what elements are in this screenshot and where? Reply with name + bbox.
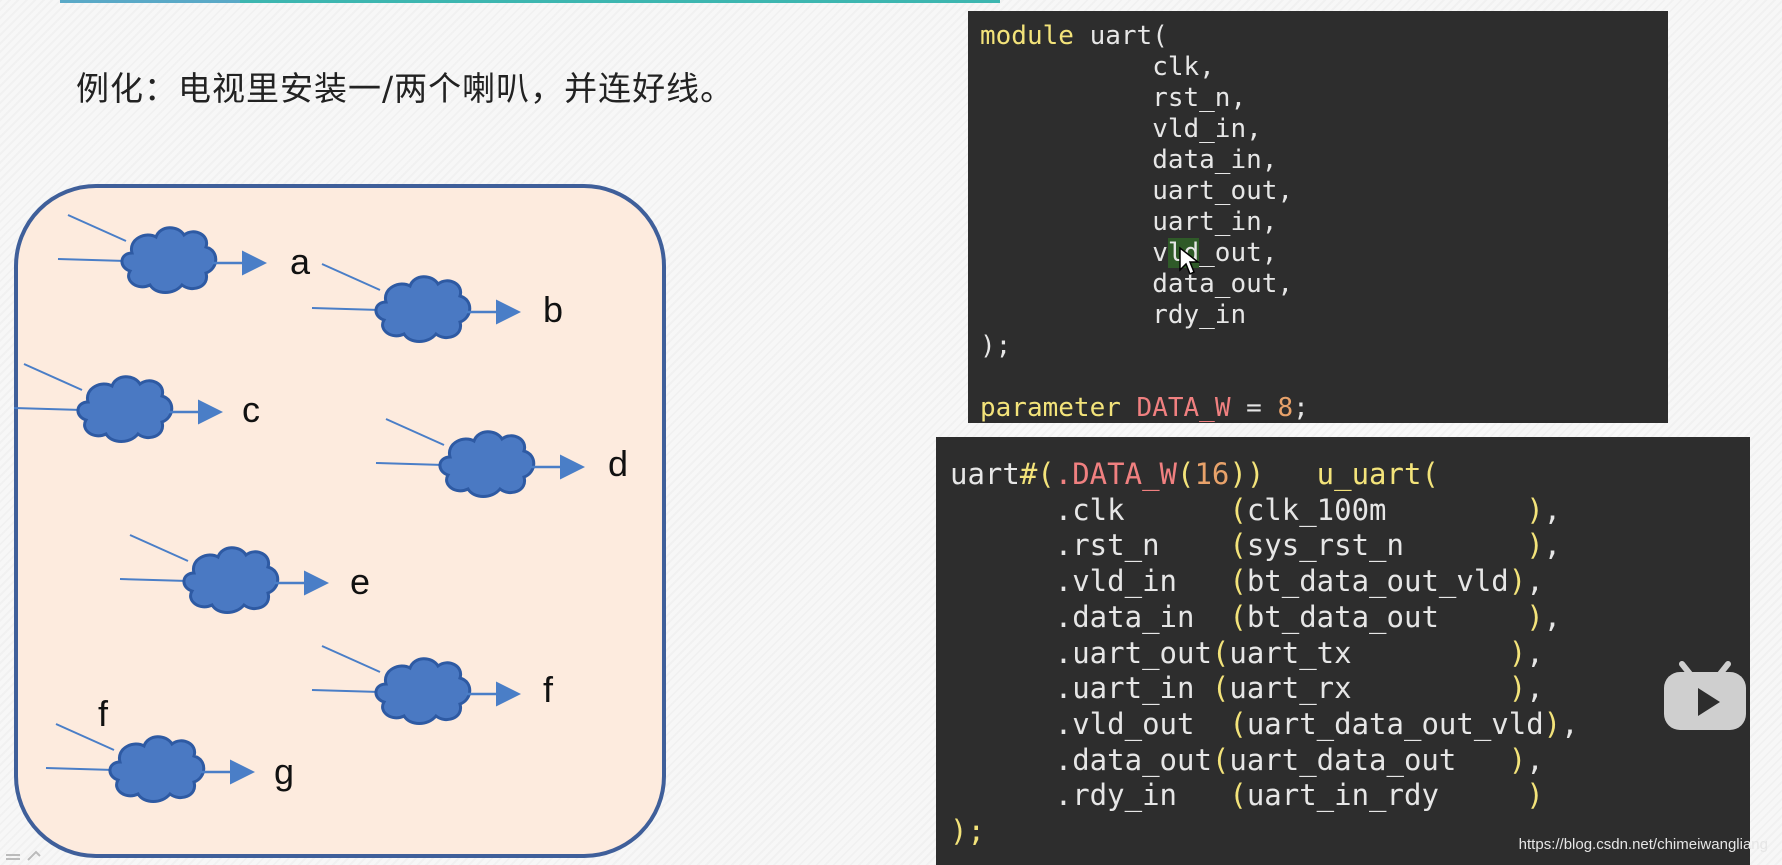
input-wire-2 [45,767,115,771]
speaker-label: e [350,561,370,602]
input-wire-2 [375,462,445,466]
port-vld_in: vld_in, [1152,114,1262,144]
connection-row: .data_out(uart_data_out ), [1054,742,1544,777]
connection-row: .clk (clk_100m ), [1054,492,1562,527]
watermark-url: https://blog.csdn.net/chimeiwangliang [1518,836,1768,853]
slide-title: 例化：电视里安装一/两个喇叭，并连好线。 [76,69,735,108]
input-wire-1 [129,534,189,562]
speaker-diagram: a b c d e f g f [13,184,666,858]
instance-module: uart [950,457,1020,491]
speaker-label: c [242,389,260,430]
port-rdy_in: rdy_in [1152,300,1247,330]
port-list-1: clk, [980,52,1215,82]
speaker-cloud: e [119,534,370,614]
input-wire-2 [57,258,127,262]
input-wire-1 [321,645,381,673]
connection-row: .data_in (bt_data_out ), [1054,599,1562,634]
input-wire-2 [119,578,189,582]
speaker-cloud: g [45,723,294,803]
connection-row: .uart_in (uart_rx ), [1054,671,1544,706]
speaker-label: g [274,751,294,792]
instance-close: ); [950,814,985,849]
input-wire-1 [385,418,445,446]
code-panel-instance: uart#(.DATA_W(16)) u_uart( .clk (clk_100… [936,437,1750,865]
mouse-cursor-icon [1179,246,1200,276]
port-vld_out: vld_out, [1152,238,1278,268]
speaker-label-extra: f [98,693,109,734]
speaker-cloud: f [311,645,554,725]
input-wire-2 [311,307,381,311]
connection-row: .uart_out(uart_tx ), [1054,635,1544,670]
module-close: ); [980,331,1012,361]
module-name: uart( [1073,21,1168,51]
speaker-cloud: c [13,363,260,443]
keyword-module: module [980,21,1074,51]
speaker-label: a [290,241,311,282]
slide-top-accent-2 [240,0,1000,3]
connection-row: .vld_in (bt_data_out_vld), [1054,564,1544,599]
port-uart_out: uart_out, [1152,176,1294,206]
speaker-cloud: d [375,418,628,498]
speaker-label: b [543,289,563,330]
port-data_in: data_in, [1152,145,1278,175]
connection-row: .rdy_in (uart_in_rdy ) [1054,778,1544,813]
port-rst_n: rst_n, [1152,83,1247,113]
connection-row: .vld_out (uart_data_out_vld), [1054,706,1579,741]
input-wire-1 [23,363,83,391]
port-clk: clk, [1152,52,1215,82]
param-value: 8 [1277,393,1294,423]
speaker-label: f [543,669,554,710]
speaker-cloud: b [311,263,563,343]
input-wire-1 [321,263,381,291]
tv-play-icon[interactable] [1660,660,1750,736]
slide-nav-icon[interactable] [6,850,46,862]
port-uart_in: uart_in, [1152,207,1278,237]
keyword-parameter: parameter [980,393,1121,423]
speaker-cloud: a [57,214,311,294]
input-wire-2 [13,407,83,411]
code-panel-module: module uart( clk, rst_n, vld_in, data_in… [968,11,1668,423]
input-wire-1 [55,723,115,751]
speaker-panel [14,184,666,858]
connection-row: .rst_n (sys_rst_n ), [1054,528,1562,563]
param-name: DATA_W [1136,393,1231,423]
speaker-label: d [608,443,628,484]
instance-param-value: 16 [1194,457,1230,491]
instance-param: .DATA_W [1054,457,1177,491]
port-data_out: data_out, [1152,269,1294,299]
input-wire-2 [311,689,381,693]
input-wire-1 [67,214,127,242]
